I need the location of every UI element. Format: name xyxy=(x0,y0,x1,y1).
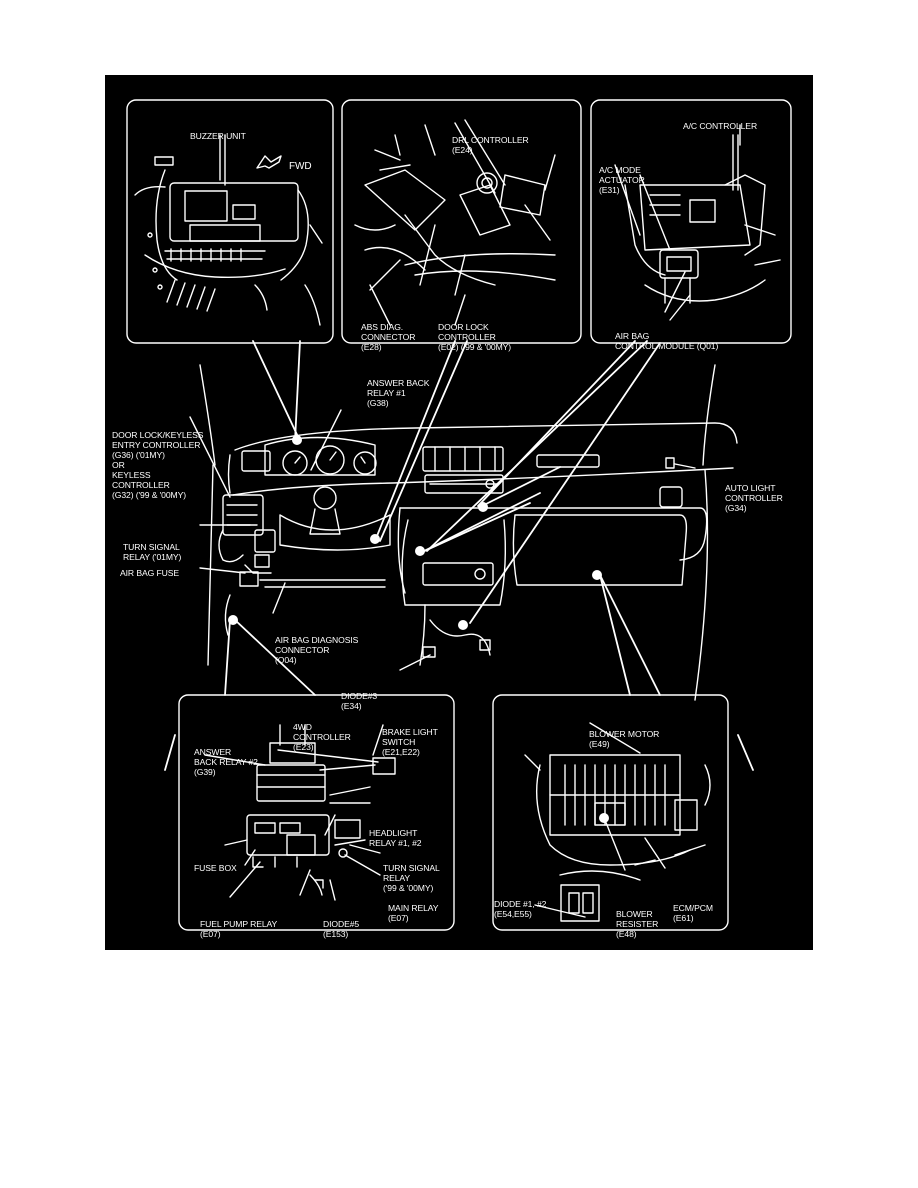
dot-buzzer xyxy=(292,435,302,445)
component-location-diagram: BUZZER UNIT FWD DRL CONTROLLER(E24) ABS … xyxy=(105,75,813,950)
label-fuel-pump-relay: FUEL PUMP RELAY(E07) xyxy=(200,919,278,939)
dot-drl xyxy=(478,502,488,512)
ac-inset-artwork xyxy=(614,134,781,321)
label-ecm-pcm: ECM/PCM(E61) xyxy=(673,903,713,923)
drl-inset-artwork xyxy=(354,119,556,296)
callout-dots xyxy=(228,435,609,823)
label-buzzer-unit: BUZZER UNIT xyxy=(190,131,246,141)
label-diode-5: DIODE#5(E153) xyxy=(323,919,360,939)
dashboard-artwork xyxy=(199,364,738,701)
label-diode-3: DIODE#3(E34) xyxy=(341,691,378,711)
label-fwd: FWD xyxy=(289,161,312,172)
blower-inset-artwork xyxy=(524,754,711,922)
inset-frame-relays xyxy=(178,694,455,931)
dot-door-lock xyxy=(370,534,380,544)
inset-frame-drl xyxy=(341,99,582,344)
label-ac-controller: A/C CONTROLLER xyxy=(683,121,758,131)
dot-blower xyxy=(592,570,602,580)
callout-lines xyxy=(164,340,754,771)
leader-lines xyxy=(189,122,741,918)
label-blower-motor: BLOWER MOTOR(E49) xyxy=(589,729,660,749)
dot-diode12 xyxy=(599,813,609,823)
label-diode-1-2: DIODE #1, #2(E54,E55) xyxy=(494,899,547,919)
inset-frame-ac xyxy=(590,99,792,344)
relays-inset-artwork xyxy=(204,724,396,896)
dot-ac xyxy=(415,546,425,556)
dot-fuse xyxy=(228,615,238,625)
buzzer-inset-artwork xyxy=(134,134,323,326)
inset-frame-blower xyxy=(492,694,729,931)
dot-airbag-module xyxy=(458,620,468,630)
label-air-bag-fuse: AIR BAG FUSE xyxy=(120,568,179,578)
label-abs-diag: ABS DIAG.CONNECTOR(E28) xyxy=(361,322,416,352)
label-drl-controller: DRL CONTROLLER(E24) xyxy=(452,135,529,155)
diagram-artwork xyxy=(126,99,792,931)
label-fuse-box: FUSE BOX xyxy=(194,863,237,873)
label-main-relay: MAIN RELAY(E07) xyxy=(388,903,439,923)
inset-frame-buzzer xyxy=(126,99,334,344)
